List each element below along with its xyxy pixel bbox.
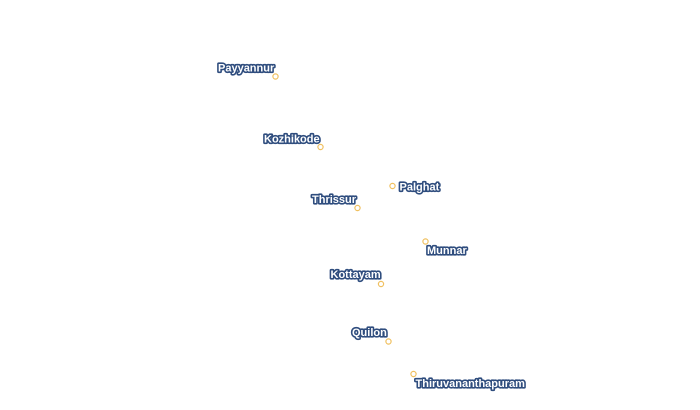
city-layer: Payyannur Kozhikode Palghat Thrissur Mun… xyxy=(216,61,527,392)
city-label: Payyannur xyxy=(218,63,275,75)
city-dot[interactable] xyxy=(422,238,429,245)
city-label: Quilon xyxy=(352,327,387,339)
city-label: Thrissur xyxy=(312,194,357,206)
city-label: Thiruvananthapuram xyxy=(416,378,526,390)
city-label: Kozhikode xyxy=(264,134,320,146)
city-dot[interactable] xyxy=(354,204,361,212)
city-marker-palghat[interactable]: Palghat xyxy=(389,180,441,195)
city-marker-thrissur[interactable]: Thrissur xyxy=(310,192,361,212)
city-dot[interactable] xyxy=(389,182,396,190)
city-label: Munnar xyxy=(427,245,467,257)
city-dot[interactable] xyxy=(272,73,279,80)
city-label: Palghat xyxy=(400,182,440,194)
city-dot[interactable] xyxy=(410,370,417,378)
city-marker-thiruvananthapuram[interactable]: Thiruvananthapuram xyxy=(410,370,527,392)
city-marker-munnar[interactable]: Munnar xyxy=(422,238,469,259)
city-marker-kottayam[interactable]: Kottayam xyxy=(329,267,385,288)
city-dot[interactable] xyxy=(377,280,385,288)
city-marker-quilon[interactable]: Quilon xyxy=(350,325,392,345)
city-dot[interactable] xyxy=(317,143,324,151)
city-dot[interactable] xyxy=(385,338,392,345)
city-marker-kozhikode[interactable]: Kozhikode xyxy=(262,132,324,151)
city-marker-payyannur[interactable]: Payyannur xyxy=(216,61,279,80)
city-label: Kottayam xyxy=(331,269,381,281)
